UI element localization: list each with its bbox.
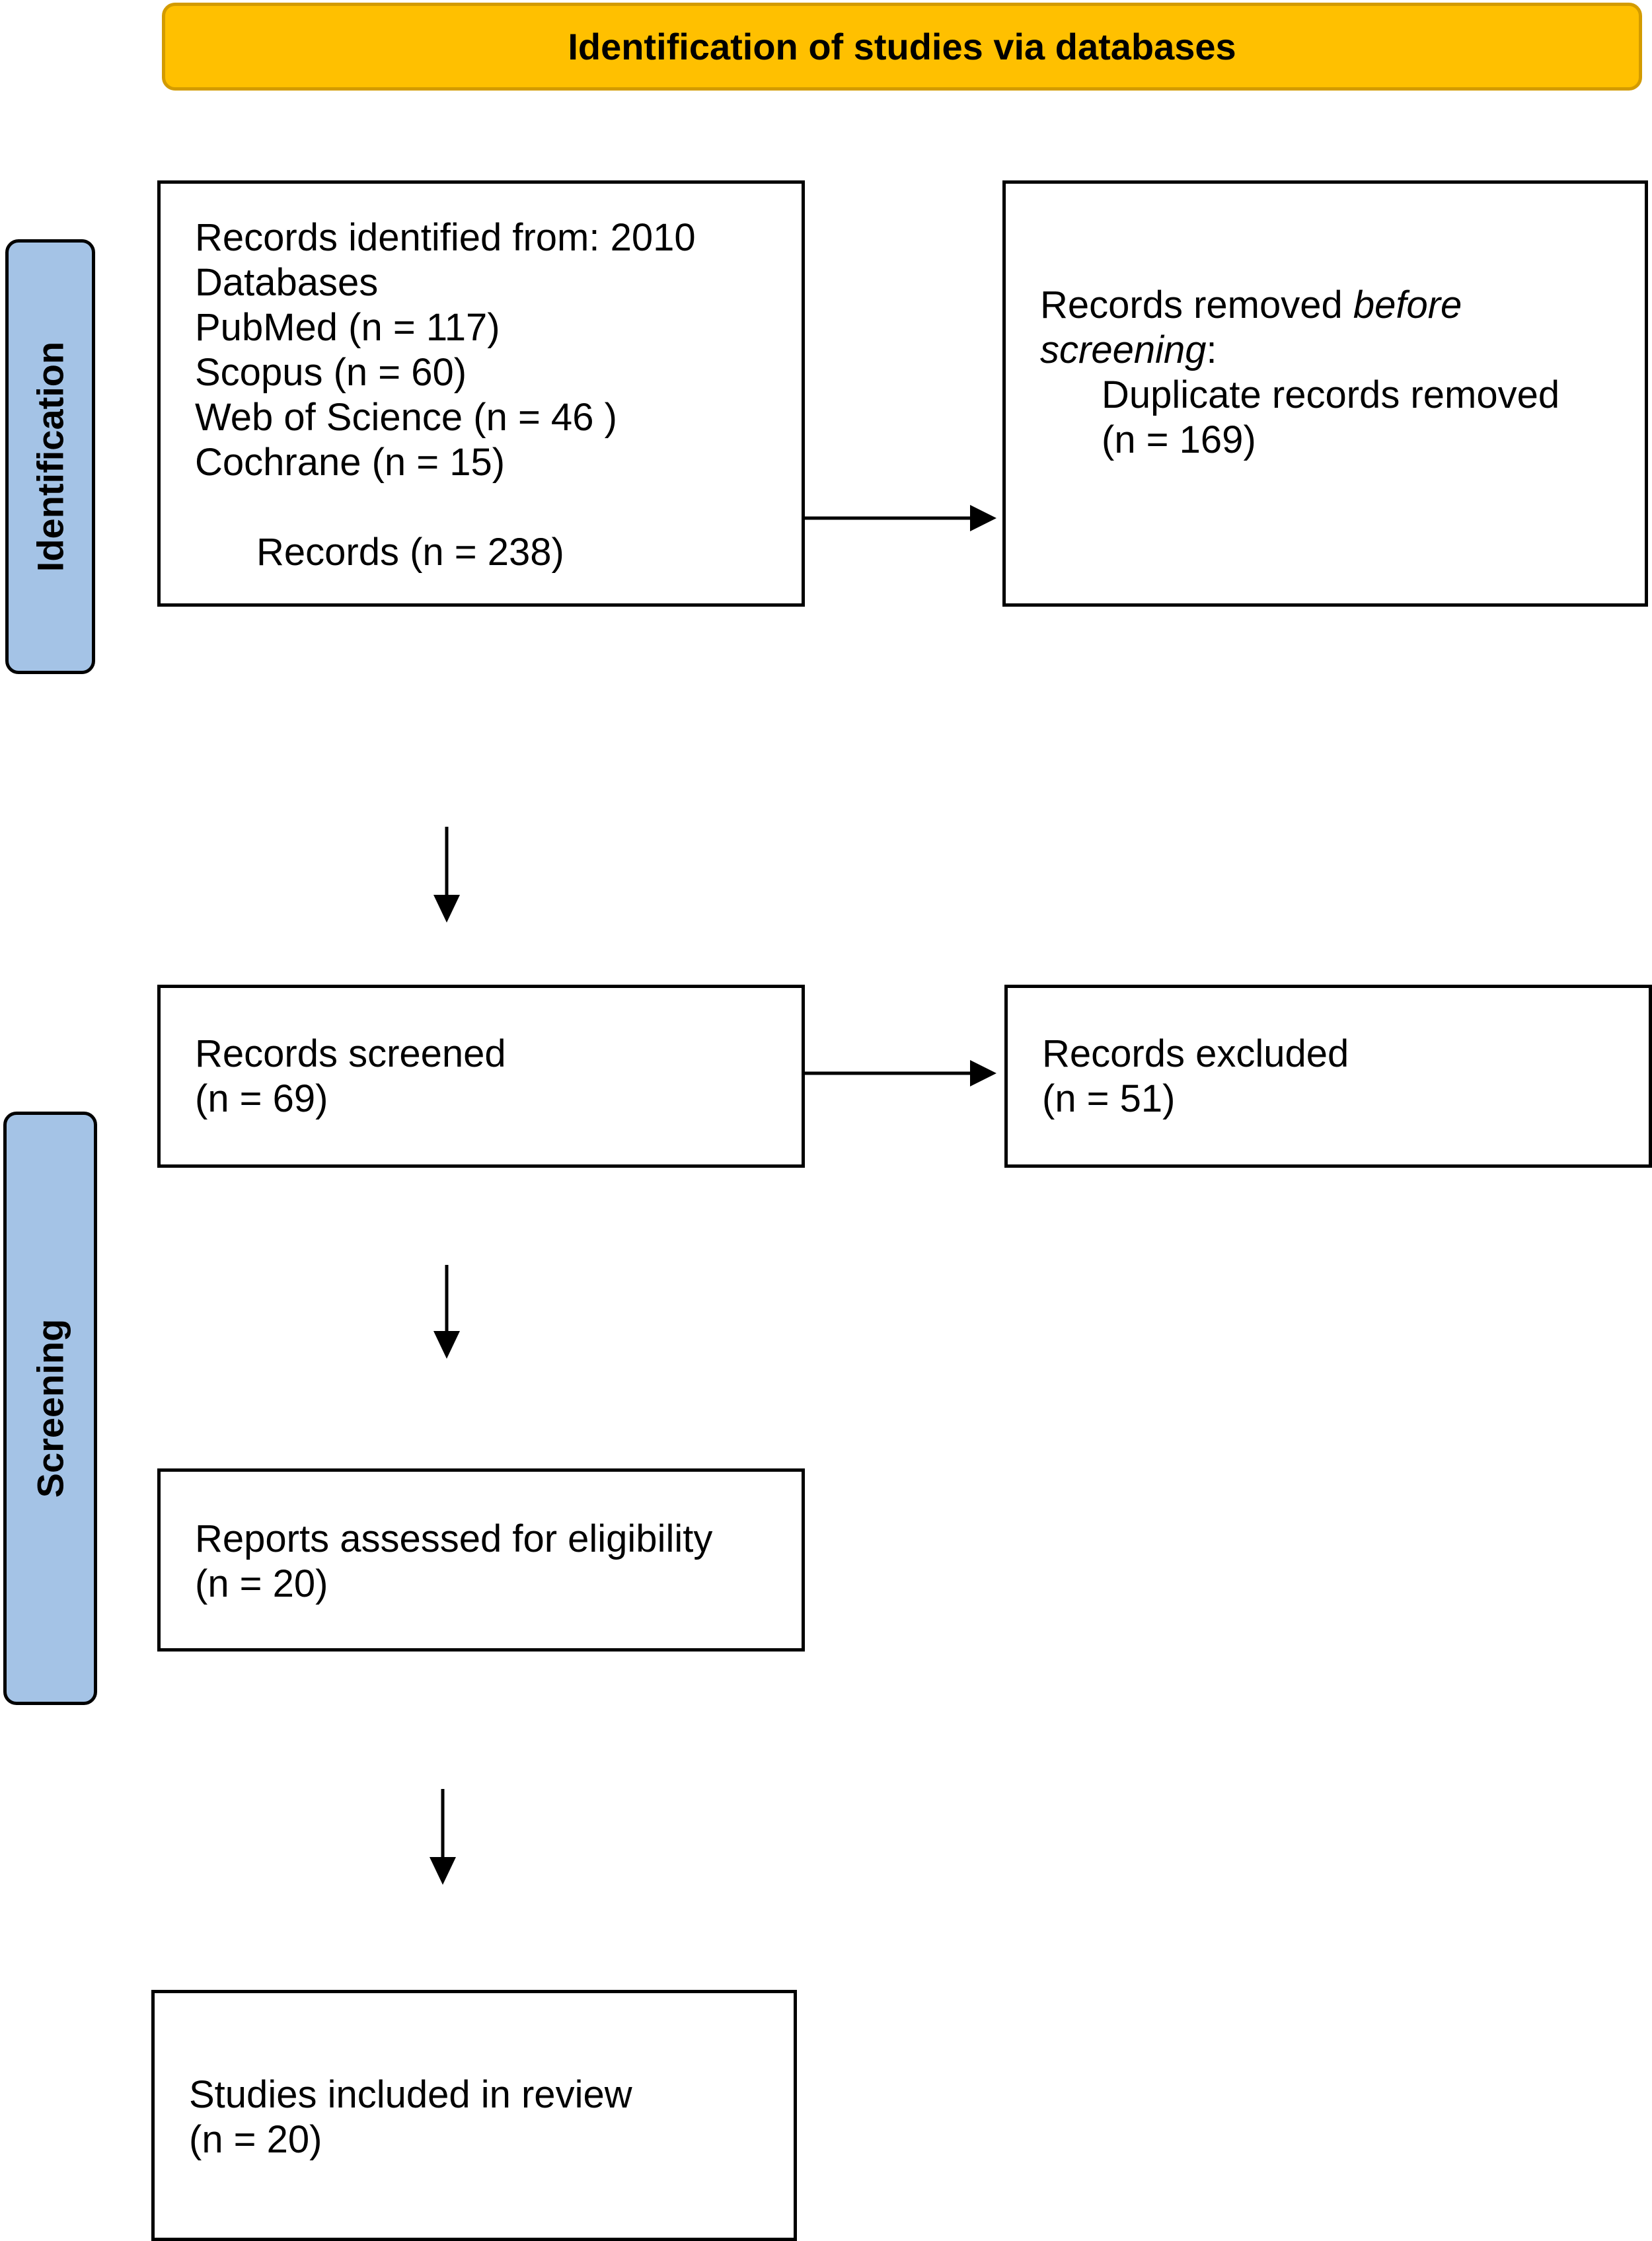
identified-line-1: Records identified from: 2010	[195, 216, 696, 259]
arrowhead-screened-to-excluded	[970, 1060, 996, 1086]
records-screened-box: Records screened (n = 69)	[157, 985, 805, 1168]
records-excluded-box: Records excluded (n = 51)	[1004, 985, 1652, 1168]
assessed-label: Reports assessed for eligibility	[195, 1517, 713, 1560]
removed-duplicates-count: (n = 169)	[1102, 418, 1256, 461]
removed-prefix: Records removed	[1040, 284, 1353, 326]
arrowhead-screened-to-assessed	[433, 1331, 460, 1359]
studies-included-box: Studies included in review (n = 20)	[151, 1990, 797, 2241]
records-identified-box: Records identified from: 2010 Databases …	[157, 180, 805, 607]
arrowhead-identified-to-screened	[433, 895, 460, 923]
records-removed-box: Records removed before screening: Duplic…	[1002, 180, 1648, 607]
screening-phase-label: Screening	[3, 1112, 97, 1705]
removed-duplicates-label: Duplicate records removed	[1102, 373, 1560, 416]
removed-suffix: :	[1206, 328, 1217, 371]
removed-heading-line-2: screening:	[1040, 328, 1645, 373]
assessed-count: (n = 20)	[195, 1562, 328, 1605]
identified-records-total: Records (n = 238)	[256, 531, 564, 574]
removed-heading-line-1: Records removed before	[1040, 283, 1645, 328]
removed-italic-before: before	[1353, 284, 1462, 326]
excluded-count: (n = 51)	[1042, 1077, 1176, 1120]
identification-phase-label: Identification	[5, 239, 95, 674]
identified-pubmed: PubMed (n = 117)	[195, 306, 500, 349]
screened-count: (n = 69)	[195, 1077, 328, 1120]
included-label: Studies included in review	[189, 2073, 632, 2116]
identified-web-of-science: Web of Science (n = 46 )	[195, 396, 617, 439]
screened-label: Records screened	[195, 1032, 506, 1075]
arrowhead-identified-to-removed	[970, 505, 996, 531]
included-count: (n = 20)	[189, 2118, 322, 2161]
header-title: Identification of studies via databases	[568, 26, 1236, 67]
identified-cochrane: Cochrane (n = 15)	[195, 441, 506, 484]
header-banner: Identification of studies via databases	[162, 3, 1642, 91]
identified-scopus: Scopus (n = 60)	[195, 351, 467, 394]
identified-line-2: Databases	[195, 261, 379, 304]
reports-assessed-box: Reports assessed for eligibility (n = 20…	[157, 1468, 805, 1652]
removed-italic-screening: screening	[1040, 328, 1207, 371]
excluded-label: Records excluded	[1042, 1032, 1349, 1075]
arrowhead-assessed-to-included	[430, 1857, 456, 1885]
